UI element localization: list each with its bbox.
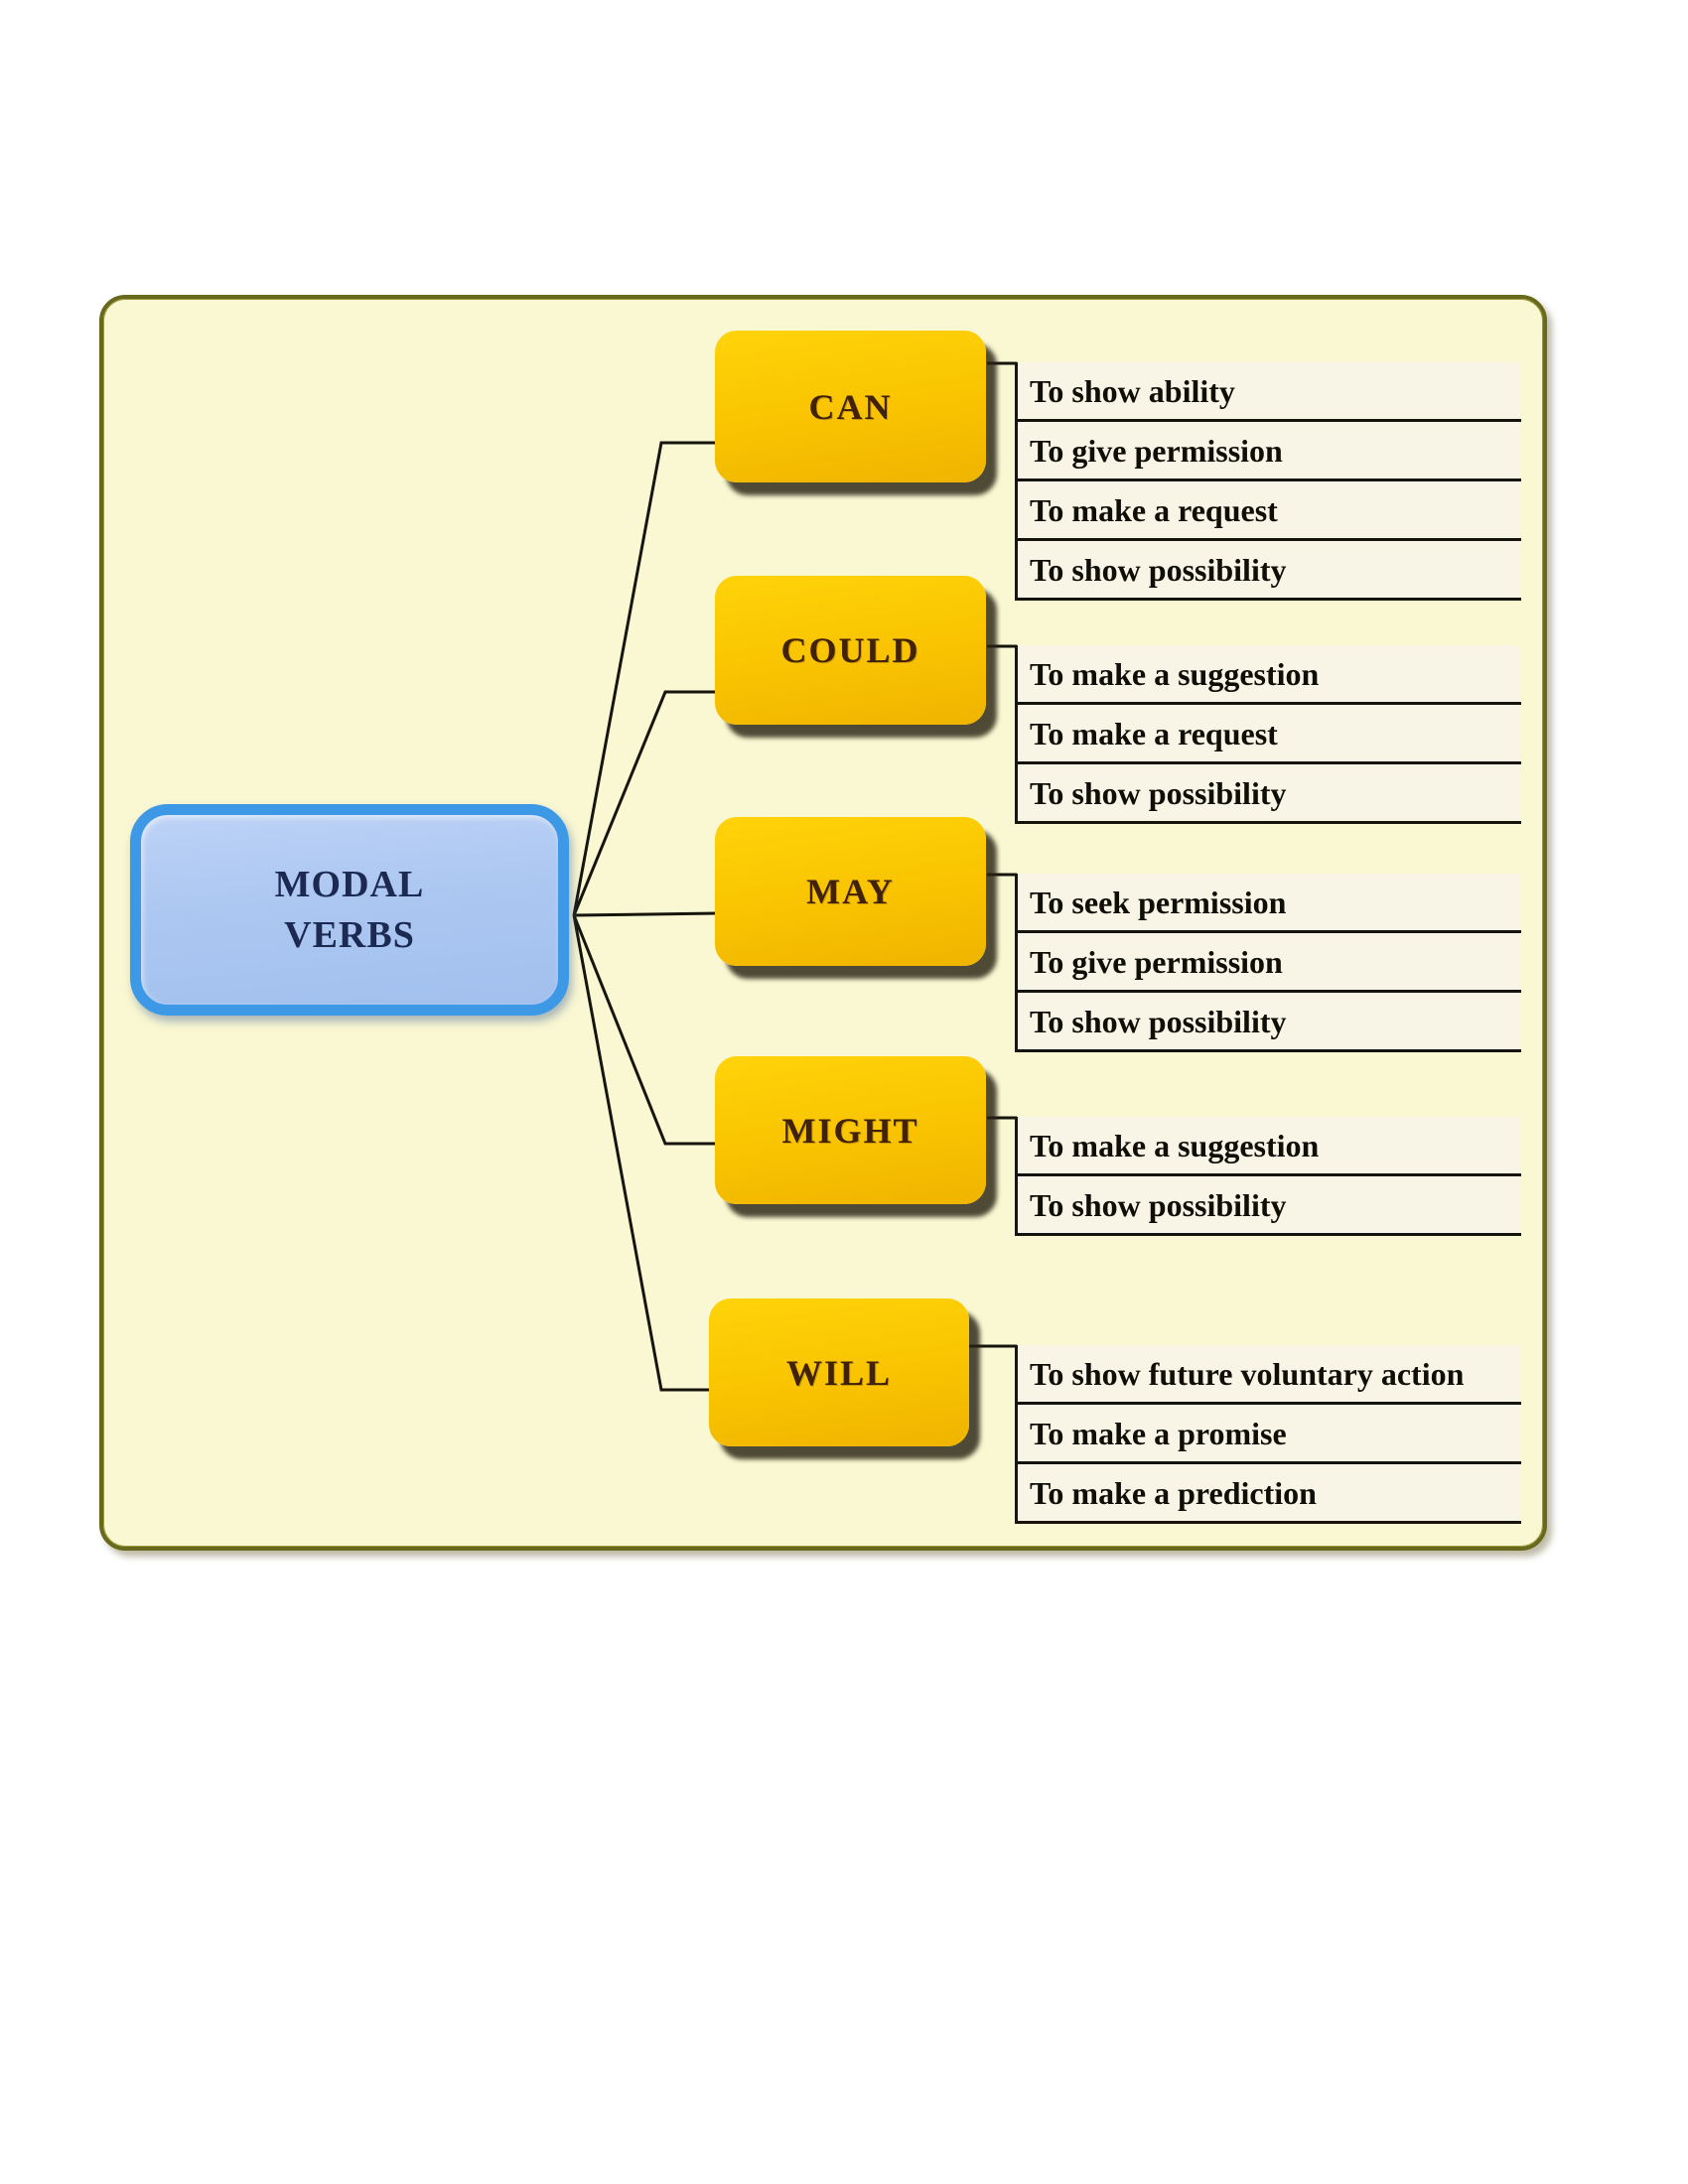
root-node-modal-verbs: MODAL VERBS <box>130 804 569 1016</box>
branch-label-may: MAY <box>806 872 895 911</box>
branch-node-could: COULD <box>715 576 986 725</box>
use-item: To show possibility <box>1018 993 1521 1052</box>
use-item: To show possibility <box>1018 541 1521 601</box>
use-item: To make a promise <box>1018 1405 1521 1464</box>
use-item: To show possibility <box>1018 1176 1521 1236</box>
use-item: To make a suggestion <box>1018 1117 1521 1176</box>
root-label-line2: VERBS <box>284 913 415 956</box>
use-item: To make a request <box>1018 481 1521 541</box>
root-label: MODAL VERBS <box>275 860 425 959</box>
use-item: To show future voluntary action <box>1018 1345 1521 1405</box>
branch-label-might: MIGHT <box>781 1110 919 1151</box>
use-item: To make a prediction <box>1018 1464 1521 1524</box>
use-item: To show ability <box>1018 362 1521 422</box>
branch-node-will: WILL <box>709 1298 969 1446</box>
use-item: To seek permission <box>1018 874 1521 933</box>
root-label-line1: MODAL <box>274 864 425 906</box>
branch-label-can: CAN <box>808 386 893 427</box>
use-item: To make a suggestion <box>1018 645 1521 705</box>
use-item: To give permission <box>1018 933 1521 993</box>
branch-node-might: MIGHT <box>715 1056 986 1204</box>
branch-label-could: COULD <box>780 630 920 670</box>
use-item: To make a request <box>1018 705 1521 764</box>
use-item: To show possibility <box>1018 764 1521 824</box>
branch-node-can: CAN <box>715 331 986 482</box>
branch-node-may: MAY <box>715 817 986 966</box>
branch-label-will: WILL <box>785 1352 893 1393</box>
use-item: To give permission <box>1018 422 1521 481</box>
